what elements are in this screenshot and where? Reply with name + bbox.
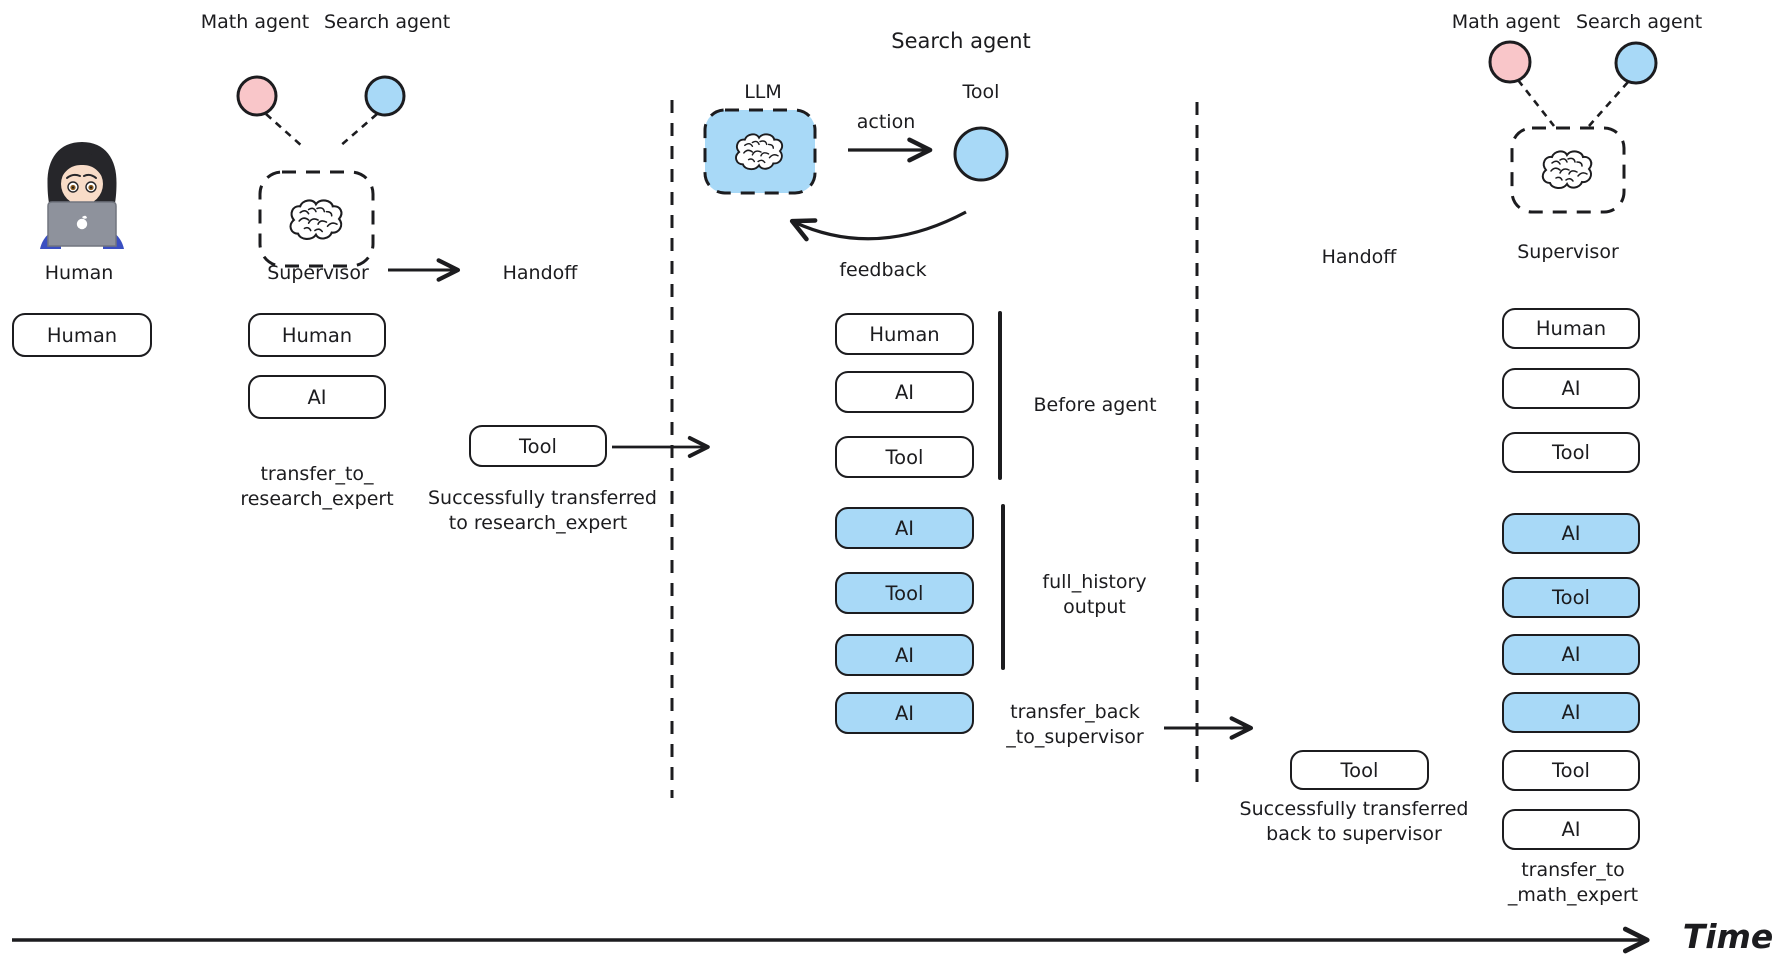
supervisor-label-left: Supervisor	[267, 262, 369, 284]
edge-math-agent-left	[265, 113, 304, 148]
brain-icon	[735, 133, 784, 171]
note-line: _to_supervisor	[1006, 725, 1144, 748]
handoff-label-left: Handoff	[502, 262, 578, 284]
message-box-ai: AI	[1502, 634, 1640, 675]
brain-icon	[289, 199, 343, 240]
message-box-human: Human	[248, 313, 386, 357]
llm-label: LLM	[744, 81, 782, 103]
note-line: full_history	[1042, 571, 1147, 593]
message-box-tool: Tool	[1502, 750, 1640, 791]
math-agent-label-left: Math agent	[200, 11, 310, 33]
note-line: output	[1063, 595, 1126, 618]
edge-search-agent-left	[338, 113, 378, 148]
message-box-human: Human	[12, 313, 152, 357]
note-line: _math_expert	[1507, 883, 1639, 906]
before-agent-label: Before agent	[1033, 394, 1157, 416]
woman-at-laptop-icon	[40, 142, 124, 249]
search-agent-label-right: Search agent	[1576, 11, 1703, 33]
message-box-tool: Tool	[835, 572, 974, 614]
math-agent-node-left	[236, 75, 278, 117]
message-box-tool: Tool	[835, 436, 974, 478]
math-agent-node-right	[1488, 40, 1532, 84]
feedback-arrow	[789, 210, 967, 242]
edge-math-agent-right	[1516, 79, 1556, 127]
transfer-success-note-left: Successfully transferred to research_exp…	[428, 486, 657, 535]
math-agent-label-right: Math agent	[1451, 11, 1561, 33]
tool-node	[953, 126, 1009, 182]
note-line: transfer_back	[1010, 701, 1140, 723]
search-agent-node-left	[364, 75, 406, 117]
brain-icon	[1541, 150, 1593, 190]
message-box-ai: AI	[835, 507, 974, 549]
supervisor-label-right: Supervisor	[1517, 241, 1619, 263]
message-box-tool: Tool	[1290, 750, 1429, 790]
message-box-ai: AI	[1502, 368, 1640, 409]
handoff-label-right: Handoff	[1321, 246, 1397, 268]
full-history-output-label: full_history output	[1012, 570, 1177, 619]
tool-label: Tool	[962, 81, 1000, 103]
human-caption: Human	[44, 262, 114, 284]
note-line: research_expert	[240, 487, 394, 510]
message-box-human: Human	[835, 313, 974, 355]
message-box-ai: AI	[248, 375, 386, 419]
message-box-ai: AI	[1502, 692, 1640, 733]
message-box-ai: AI	[835, 371, 974, 413]
search-agent-node-right	[1614, 41, 1658, 85]
note-line: back to supervisor	[1266, 822, 1442, 845]
message-box-ai: AI	[835, 692, 974, 734]
transfer-back-note: transfer_back _to_supervisor	[990, 700, 1160, 749]
edge-search-agent-right	[1588, 81, 1629, 127]
transfer-to-math-expert-note: transfer_to _math_expert	[1493, 858, 1653, 907]
supervisor-box-left	[258, 170, 375, 268]
transfer-success-note-right: Successfully transferred back to supervi…	[1219, 797, 1489, 846]
message-box-ai: AI	[1502, 809, 1640, 850]
search-agent-label-left: Search agent	[324, 11, 451, 33]
search-agent-title: Search agent	[891, 29, 1031, 53]
message-box-tool: Tool	[469, 425, 607, 467]
supervisor-box-right	[1510, 126, 1626, 214]
note-line: Successfully transferred	[428, 487, 657, 509]
message-box-ai: AI	[1502, 513, 1640, 554]
time-axis-label: Time	[1682, 917, 1774, 956]
message-box-human: Human	[1502, 308, 1640, 349]
transfer-to-research-expert-note: transfer_to_ research_expert	[227, 462, 407, 511]
note-line: to research_expert	[448, 511, 628, 534]
action-label: action	[856, 111, 916, 133]
message-box-tool: Tool	[1502, 577, 1640, 618]
note-line: transfer_to_	[260, 463, 374, 485]
note-line: transfer_to	[1521, 859, 1625, 881]
feedback-label: feedback	[839, 259, 927, 281]
message-box-tool: Tool	[1502, 432, 1640, 473]
note-line: Successfully transferred	[1239, 798, 1469, 820]
message-box-ai: AI	[835, 634, 974, 676]
